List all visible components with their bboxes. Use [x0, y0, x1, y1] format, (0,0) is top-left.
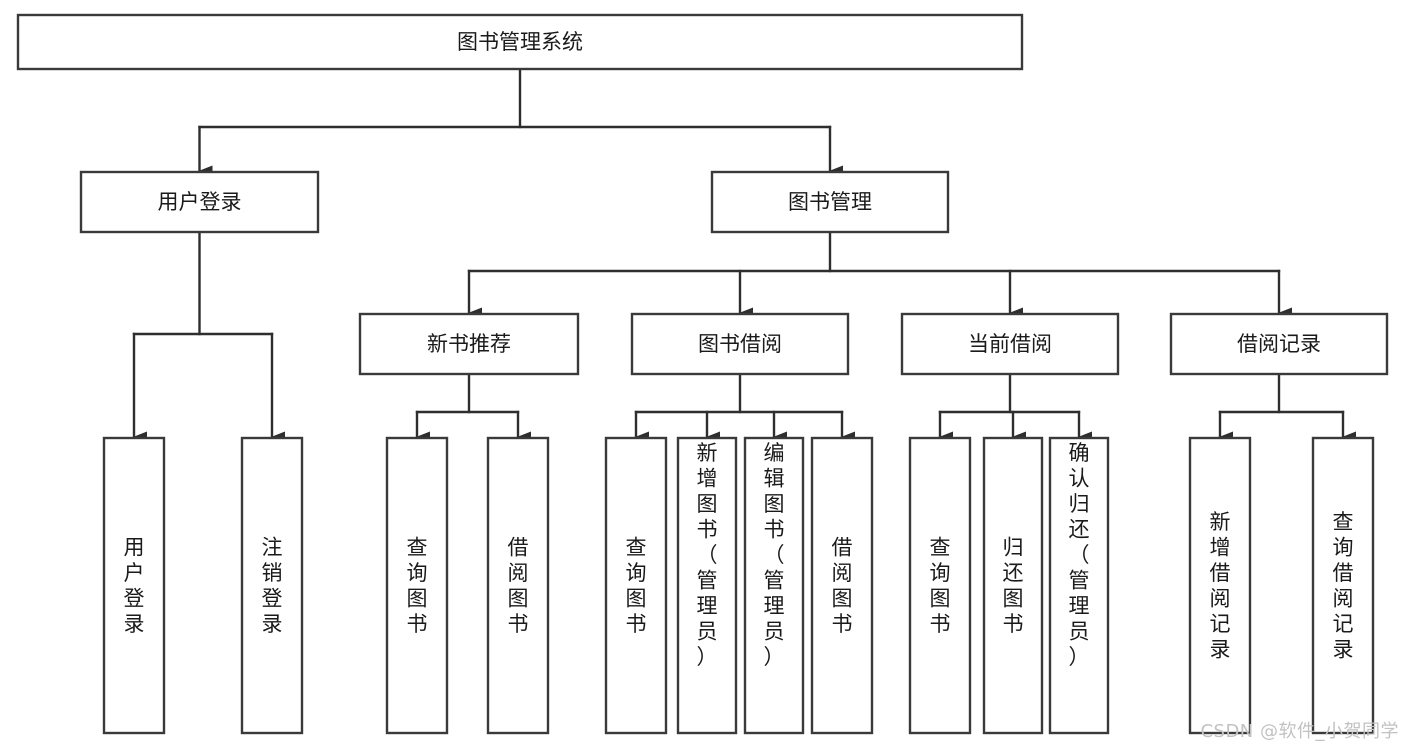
node-label-leaf-add-record: 新增借阅记录	[1210, 510, 1231, 662]
node-leaf-borrow-book-rec[interactable]: 借阅图书	[486, 436, 550, 735]
node-current-borrow[interactable]: 当前借阅	[900, 312, 1120, 376]
node-label-leaf-logout: 注销登录	[262, 535, 283, 636]
node-box-leaf-borrow-book-rec	[486, 436, 550, 735]
node-leaf-user-login[interactable]: 用户登录	[102, 436, 166, 735]
node-label-leaf-query-record: 查询借阅记录	[1333, 510, 1354, 662]
node-label-user-login: 用户登录	[158, 190, 242, 214]
node-label-leaf-borrow-book-rec: 借阅图书	[508, 535, 529, 636]
node-box-leaf-query-book-borrow	[604, 436, 668, 735]
node-box-current-borrow	[900, 312, 1120, 376]
bus-root-to-level2	[198, 67, 843, 177]
node-box-book-borrow	[630, 312, 850, 376]
node-box-leaf-user-login	[102, 436, 166, 735]
node-box-user-login	[79, 170, 320, 234]
node-box-root	[16, 13, 1024, 71]
node-box-leaf-edit-book	[743, 436, 805, 735]
node-new-book-rec[interactable]: 新书推荐	[358, 312, 580, 376]
node-book-borrow[interactable]: 图书借阅	[630, 312, 850, 376]
node-label-leaf-query-book-borrow: 查询图书	[626, 535, 647, 636]
node-box-book-manage	[710, 170, 950, 234]
node-leaf-add-book[interactable]: 新增图书（管理员）	[676, 436, 738, 735]
bus-new-book-rec-to-leaves	[415, 372, 531, 443]
node-box-leaf-borrow-book	[810, 436, 874, 735]
node-box-leaf-confirm-return	[1048, 436, 1110, 735]
node-box-leaf-logout	[240, 436, 304, 735]
node-leaf-edit-book[interactable]: 编辑图书（管理员）	[743, 436, 805, 735]
bus-book-borrow-to-leaves	[634, 372, 855, 443]
node-box-leaf-add-record	[1188, 436, 1252, 735]
node-leaf-query-record[interactable]: 查询借阅记录	[1311, 436, 1375, 735]
node-label-leaf-user-login: 用户登录	[124, 535, 145, 636]
node-label-leaf-query-book-cur: 查询图书	[930, 535, 951, 636]
node-borrow-record[interactable]: 借阅记录	[1169, 312, 1389, 376]
node-leaf-query-book-borrow[interactable]: 查询图书	[604, 436, 668, 735]
node-label-leaf-add-book: 新增图书（管理员）	[697, 441, 718, 669]
node-label-borrow-record: 借阅记录	[1237, 332, 1321, 356]
bus-book-manage-to-level3	[467, 230, 1292, 319]
bus-current-borrow-to-leaves	[938, 372, 1092, 443]
node-user-login[interactable]: 用户登录	[79, 170, 320, 234]
watermark-label: CSDN @软件_小贺同学	[1200, 721, 1399, 742]
node-label-leaf-return-book: 归还图书	[1003, 535, 1024, 636]
node-leaf-add-record[interactable]: 新增借阅记录	[1188, 436, 1252, 735]
node-label-leaf-confirm-return: 确认归还（管理员）	[1069, 441, 1090, 669]
node-label-current-borrow: 当前借阅	[968, 332, 1052, 356]
node-box-leaf-query-book-rec	[385, 436, 449, 735]
node-label-book-manage: 图书管理	[788, 190, 872, 214]
node-label-book-borrow: 图书借阅	[698, 332, 782, 356]
bus-user-login-to-leaves	[132, 230, 285, 443]
node-leaf-confirm-return[interactable]: 确认归还（管理员）	[1048, 436, 1110, 735]
node-leaf-query-book-cur[interactable]: 查询图书	[908, 436, 972, 735]
node-leaf-logout[interactable]: 注销登录	[240, 436, 304, 735]
node-label-new-book-rec: 新书推荐	[427, 332, 511, 356]
node-label-leaf-edit-book: 编辑图书（管理员）	[764, 441, 785, 669]
node-box-borrow-record	[1169, 312, 1389, 376]
node-root[interactable]: 图书管理系统	[16, 13, 1024, 71]
node-label-root: 图书管理系统	[457, 30, 583, 54]
node-box-leaf-add-book	[676, 436, 738, 735]
node-leaf-borrow-book[interactable]: 借阅图书	[810, 436, 874, 735]
node-leaf-return-book[interactable]: 归还图书	[982, 436, 1044, 735]
node-box-leaf-query-record	[1311, 436, 1375, 735]
node-box-leaf-query-book-cur	[908, 436, 972, 735]
node-book-manage[interactable]: 图书管理	[710, 170, 950, 234]
node-box-new-book-rec	[358, 312, 580, 376]
bus-borrow-record-to-leaves	[1218, 372, 1356, 443]
node-label-leaf-query-book-rec: 查询图书	[407, 535, 428, 636]
node-box-leaf-return-book	[982, 436, 1044, 735]
node-leaf-query-book-rec[interactable]: 查询图书	[385, 436, 449, 735]
node-label-leaf-borrow-book: 借阅图书	[832, 535, 853, 636]
connector-layer	[132, 67, 1356, 443]
node-layer: 图书管理系统用户登录图书管理新书推荐图书借阅当前借阅借阅记录用户登录注销登录查询…	[16, 13, 1389, 735]
